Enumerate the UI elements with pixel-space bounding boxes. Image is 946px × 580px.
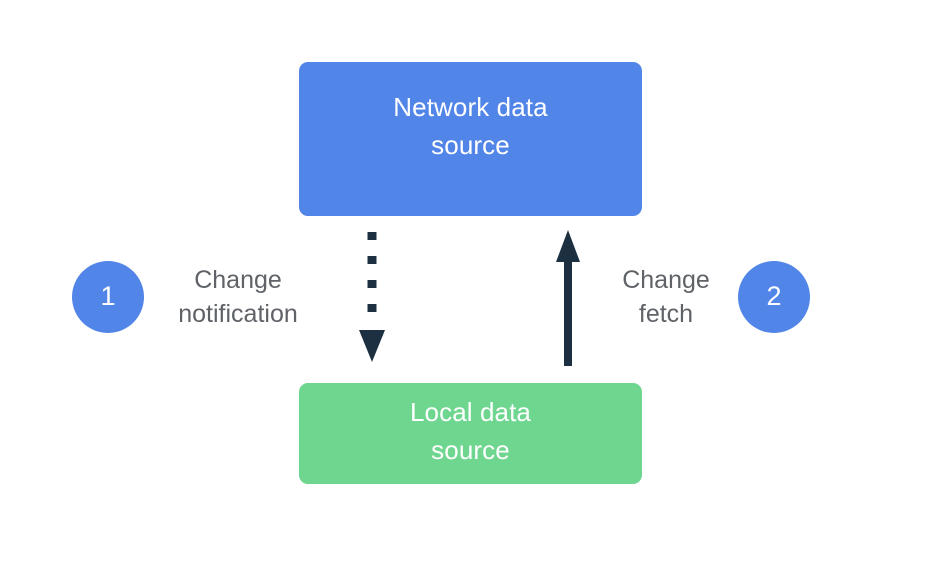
step-badge-2[interactable]: 2 <box>738 261 810 333</box>
node-local-data-source[interactable]: Local data source <box>299 383 642 484</box>
arrow-up-solid-icon <box>556 230 580 366</box>
arrowhead-down <box>359 330 385 362</box>
step-badge-1-number: 1 <box>100 280 116 311</box>
arrowhead-up <box>556 230 580 262</box>
node-local-data-source-label: Local data source <box>410 396 531 465</box>
node-network-data-source-label: Network data source <box>393 92 548 160</box>
step-badge-2-number: 2 <box>766 280 782 311</box>
step-badge-1[interactable]: 1 <box>72 261 144 333</box>
edge-label-change-notification: Change notification <box>178 266 298 328</box>
arrow-down-dotted-icon <box>359 232 385 362</box>
node-network-data-source[interactable]: Network data source <box>299 62 642 216</box>
edge-label-change-fetch: Change fetch <box>622 266 710 328</box>
